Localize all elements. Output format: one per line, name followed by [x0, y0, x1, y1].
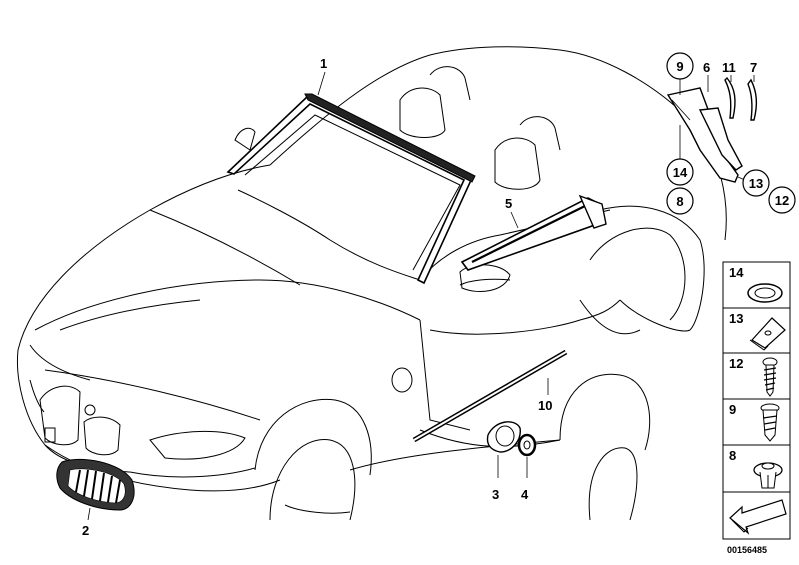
callout-1: 1 [320, 56, 327, 71]
panel-number-12: 12 [729, 356, 743, 371]
callout-4: 4 [521, 487, 529, 502]
panel-number-14: 14 [729, 265, 744, 280]
ring-part [517, 433, 537, 457]
callout-10: 10 [538, 398, 552, 413]
expanding-rivet-icon [760, 403, 780, 442]
panel-cell-12 [722, 352, 791, 400]
clip-nut-icon [749, 317, 786, 351]
panel-number-13: 13 [729, 311, 743, 326]
callout-12-circle [768, 186, 796, 214]
callout-8-circle [666, 187, 694, 215]
panel-number-8: 8 [729, 448, 736, 463]
callout-labels: 1 2 3 4 5 6 7 10 11 [82, 56, 757, 538]
fastener-panel: 14 13 12 9 [722, 261, 791, 540]
callout-3: 3 [492, 487, 499, 502]
car-outline [17, 46, 727, 521]
leader-5 [510, 211, 519, 229]
fuel-cap-grommet-part [486, 421, 521, 453]
leader-1 [317, 71, 326, 96]
callout-14-circle [666, 158, 694, 186]
callout-9: 9 [676, 59, 683, 74]
arrow-shim-icon [729, 499, 787, 535]
callout-12: 12 [775, 193, 789, 208]
callout-6: 6 [703, 60, 710, 75]
push-clip-icon [753, 462, 783, 489]
rear-trim-assembly [666, 76, 758, 183]
callout-5: 5 [505, 196, 512, 211]
sill-strip-part [412, 349, 568, 443]
window-seal-part [460, 194, 607, 271]
callout-7: 7 [750, 60, 757, 75]
document-number: 00156485 [727, 545, 767, 555]
callout-11: 11 [722, 60, 736, 75]
screw-icon [762, 357, 778, 397]
leader-2 [87, 507, 91, 521]
callout-13: 13 [749, 176, 763, 191]
grommet-ring-icon [747, 283, 783, 303]
circled-callouts: 9 14 8 13 12 [666, 52, 796, 215]
callout-13-circle [742, 169, 770, 197]
windshield-trim-part [226, 93, 476, 285]
kidney-grille-part [56, 458, 135, 511]
panel-number-9: 9 [729, 402, 736, 417]
callout-2: 2 [82, 523, 89, 538]
callout-9-circle [666, 52, 694, 80]
callout-14: 14 [673, 165, 688, 180]
callout-8: 8 [676, 194, 683, 209]
